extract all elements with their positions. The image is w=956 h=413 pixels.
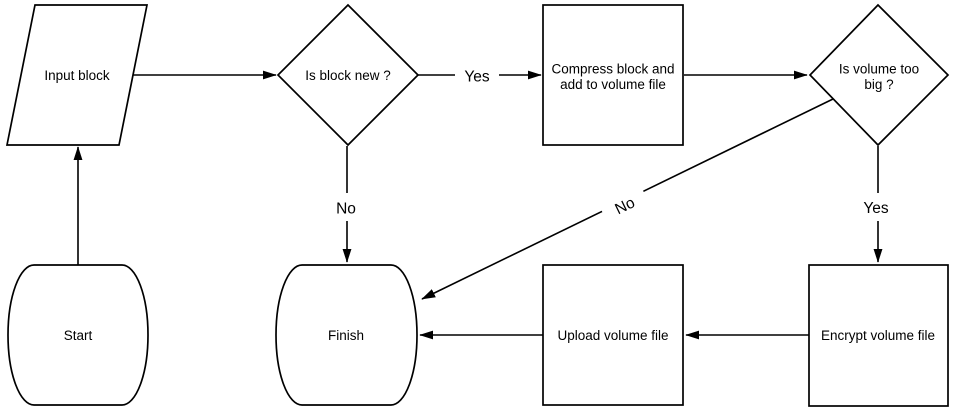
terminator-shape: [7, 264, 149, 406]
edge-label-block-new-no: No: [329, 193, 363, 221]
node-label: Is block new ?: [305, 68, 391, 83]
edge-label-yes: Yes: [464, 69, 490, 86]
process-rect-shape: [542, 264, 684, 406]
edge-label-no: No: [336, 201, 356, 218]
node-label: Upload volume file: [557, 328, 668, 343]
edge-label-volume-big-no: No: [597, 182, 651, 226]
node-is-volume-too-big: Is volume too big ?: [808, 3, 950, 147]
process-rect-shape: [542, 4, 684, 146]
label-backing: [455, 64, 499, 86]
edge-label-block-new-yes: Yes: [455, 64, 499, 86]
node-finish: Finish: [275, 264, 418, 406]
diamond-shape: [808, 3, 950, 147]
label-backing: [329, 193, 363, 221]
node-input-block: Input block: [5, 4, 149, 146]
node-label: Finish: [328, 328, 364, 343]
node-label-line1: Is volume too: [839, 62, 919, 77]
node-compress-block: Compress block and add to volume file: [542, 4, 684, 146]
label-backing: [857, 193, 895, 221]
parallelogram-shape: [5, 4, 149, 146]
node-label-line2: big ?: [864, 77, 893, 92]
process-rect-shape: [808, 264, 949, 407]
node-label: Encrypt volume file: [821, 328, 935, 343]
edge-label-volume-big-yes: Yes: [857, 193, 895, 221]
node-label: Start: [64, 328, 93, 343]
node-encrypt-volume-file: Encrypt volume file: [808, 264, 949, 407]
node-upload-volume-file: Upload volume file: [542, 264, 684, 406]
node-label: Input block: [44, 68, 110, 83]
node-is-block-new: Is block new ?: [276, 3, 420, 147]
diamond-shape: [276, 3, 420, 147]
node-label-line2: add to volume file: [560, 77, 666, 92]
label-backing: [597, 182, 651, 226]
terminator-shape: [275, 264, 418, 406]
node-label-line1: Compress block and: [551, 62, 674, 77]
edge-label-no: No: [612, 194, 637, 218]
node-start: Start: [7, 264, 149, 406]
edge-label-yes: Yes: [863, 200, 889, 217]
